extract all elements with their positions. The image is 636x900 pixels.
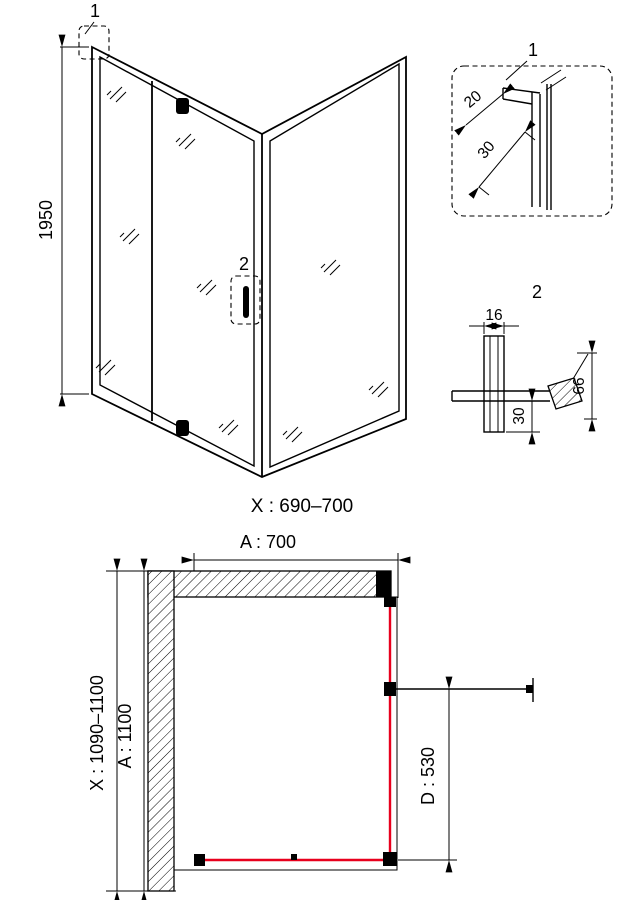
plan-depth-dimensions: X : 1090–1100 A : 1100 — [87, 558, 176, 900]
detail-2-handle-section — [451, 353, 589, 410]
detail-2-dim-16: 16 — [469, 307, 519, 334]
detail-1-frame — [451, 65, 613, 217]
detail-1-view: 1 20 30 — [451, 40, 613, 217]
plan-view: A : 700 D : 530 — [87, 532, 534, 900]
detail-2-dim-16-label: 16 — [485, 307, 502, 324]
plan-door-label: D : 530 — [418, 747, 438, 805]
plan-width-dimension: A : 700 — [181, 532, 411, 598]
front-height-dimension: 1950 — [36, 34, 89, 407]
handle-grip-section — [547, 377, 583, 410]
detail-2-dim-66-label: 66 — [571, 377, 588, 394]
detail-2-callout-box — [230, 275, 261, 325]
door-pivot-fitting — [384, 682, 396, 696]
glass-center-fitting — [291, 854, 297, 860]
wall-end-profile — [376, 571, 391, 597]
top-wall — [147, 570, 392, 598]
plan-depth-range-label: X : 1090–1100 — [87, 675, 107, 791]
detail-2-view: 2 16 30 66 — [451, 282, 597, 445]
detail-2-title: 2 — [532, 282, 542, 302]
detail-1-dim-20-label: 20 — [461, 87, 485, 111]
detail-1-dim-30: 30 — [468, 120, 536, 199]
shower-tray-outline — [173, 596, 398, 871]
detail-2-callout: 2 — [230, 254, 261, 325]
open-door — [396, 678, 534, 702]
right-panel-inner-frame — [269, 62, 400, 469]
corner-fitting — [383, 852, 397, 866]
left-panel-inner-frame — [99, 55, 255, 468]
detail-2-dim-66: 66 — [571, 340, 597, 432]
bottom-hinge-icon — [176, 420, 189, 436]
detail-2-callout-label: 2 — [239, 254, 249, 274]
detail-1-title: 1 — [528, 40, 538, 60]
detail-1-callout-label: 1 — [90, 1, 100, 21]
top-hinge-icon — [176, 98, 189, 114]
detail-2-dim-30-label: 30 — [511, 407, 528, 425]
width-range-label: X : 690–700 — [251, 496, 353, 517]
plan-door-dimension: D : 530 — [398, 676, 457, 873]
detail-1-callout-box — [78, 25, 110, 60]
detail-1-dim-20: 20 — [454, 83, 515, 136]
detail-1-dim-30-label: 30 — [474, 138, 498, 162]
detail-2-dim-30: 30 — [506, 388, 540, 445]
left-wall — [147, 570, 175, 892]
detail-2-profile-section — [483, 335, 505, 433]
plan-width-label: A : 700 — [240, 532, 296, 552]
door-handle — [243, 286, 249, 318]
front-view — [91, 45, 407, 478]
left-glass-fitting — [194, 854, 205, 866]
height-dimension-label: 1950 — [36, 200, 56, 240]
door-knob — [526, 685, 533, 693]
top-glass-fitting — [384, 597, 396, 607]
plan-depth-label: A : 1100 — [115, 704, 135, 769]
detail-1-callout: 1 — [78, 1, 110, 60]
